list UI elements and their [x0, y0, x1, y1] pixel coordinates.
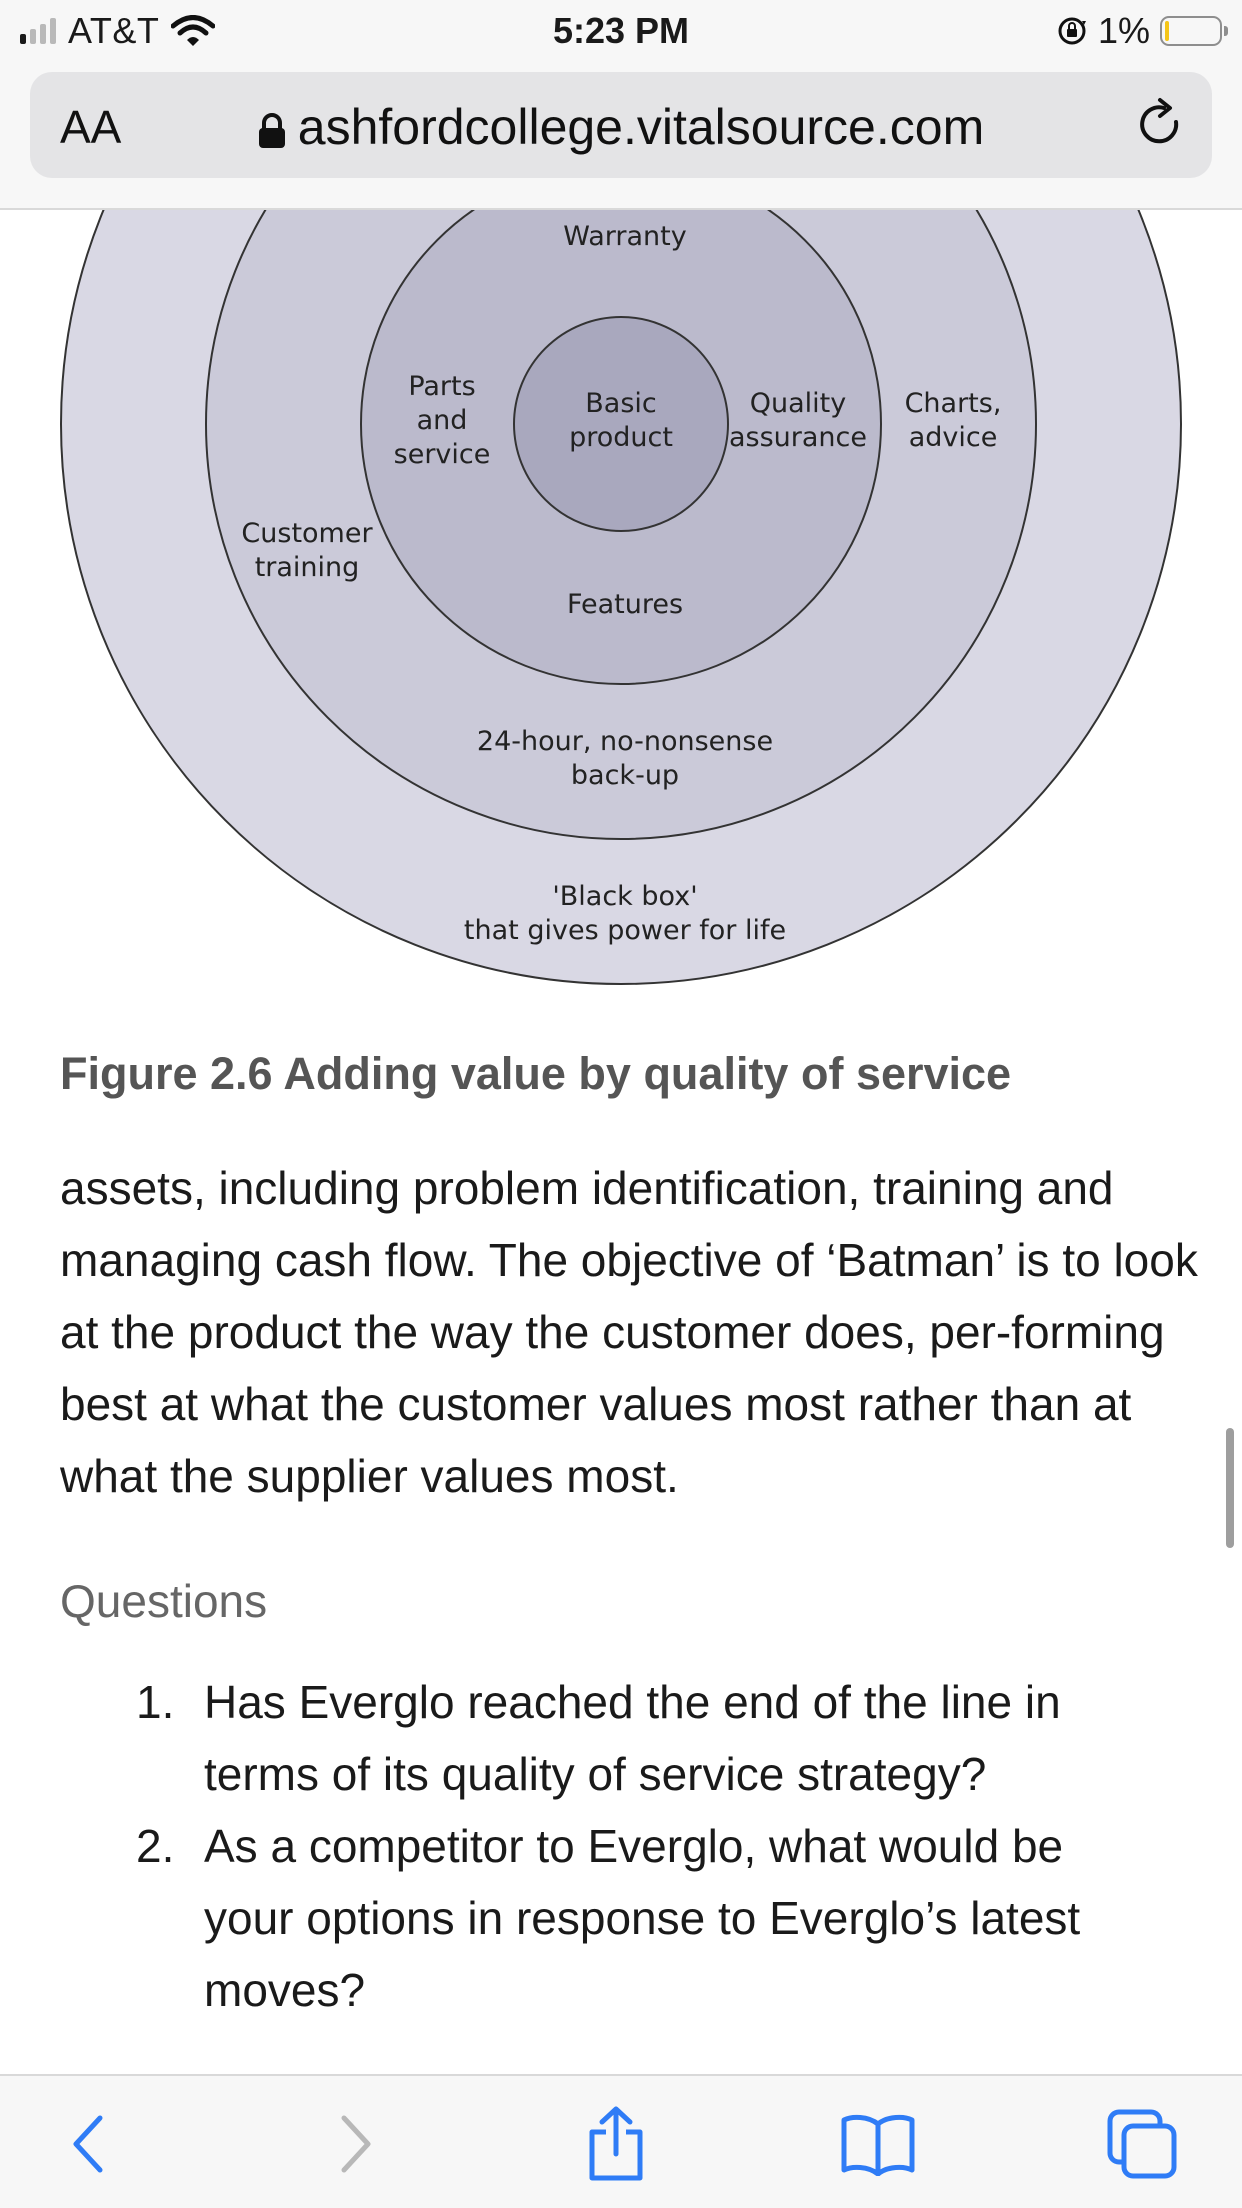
body-paragraph: assets, including problem identification…	[60, 1162, 1198, 1502]
reload-icon[interactable]	[1132, 96, 1188, 152]
clock: 5:23 PM	[552, 10, 690, 51]
status-left: AT&T	[20, 10, 216, 52]
url-text: ashfordcollege.vitalsource.com	[297, 99, 985, 155]
question-text: As a competitor to Everglo, what would b…	[204, 1820, 1081, 2016]
tabs-button[interactable]	[1102, 2104, 1182, 2184]
lock-icon	[258, 112, 285, 148]
text-size-button[interactable]: AA	[60, 100, 121, 154]
question-number: 1.	[136, 1676, 175, 1728]
question-number: 2.	[136, 1820, 175, 1872]
question-item: 2. As a competitor to Everglo, what woul…	[120, 1810, 1160, 2026]
wifi-icon	[171, 15, 216, 46]
bookmarks-icon	[841, 2114, 915, 2176]
forward-icon	[341, 2115, 371, 2173]
label-black-box: 'Black box'that gives power for life	[464, 881, 786, 946]
bookmarks-button[interactable]	[838, 2104, 918, 2184]
carrier-name: AT&T	[68, 10, 160, 51]
back-icon	[73, 2115, 103, 2173]
label-charts-advice: Charts,advice	[905, 388, 1002, 453]
address-bar[interactable]: AA ashfordcollege.vitalsource.com	[30, 72, 1212, 178]
questions-list: 1. Has Everglo reached the end of the li…	[120, 1666, 1160, 2026]
share-button[interactable]	[576, 2104, 656, 2184]
text-size-label: AA	[60, 101, 122, 153]
questions-heading: Questions	[60, 1575, 268, 1627]
figure-caption: Figure 2.6 Adding value by quality of se…	[60, 1048, 1012, 1099]
question-item: 1. Has Everglo reached the end of the li…	[120, 1666, 1160, 1810]
label-warranty: Warranty	[563, 221, 686, 252]
scrollbar[interactable]	[1226, 1428, 1234, 1548]
battery-icon	[1160, 16, 1228, 46]
signal-icon	[20, 18, 56, 44]
tabs-icon	[1107, 2109, 1177, 2179]
forward-button[interactable]	[316, 2104, 396, 2184]
battery-percent: 1%	[1097, 10, 1150, 51]
browser-top-bar: AA ashfordcollege.vitalsource.com	[0, 64, 1242, 210]
status-right: 1%	[1056, 10, 1228, 52]
question-text: Has Everglo reached the end of the line …	[204, 1676, 1061, 1800]
status-bar: AT&T 5:23 PM 1%	[0, 0, 1242, 64]
url-display[interactable]: ashfordcollege.vitalsource.com	[30, 98, 1212, 156]
share-icon	[589, 2106, 643, 2181]
label-features: Features	[567, 589, 683, 620]
core-circle	[513, 316, 729, 532]
back-button[interactable]	[48, 2104, 128, 2184]
browser-toolbar	[0, 2074, 1242, 2208]
orientation-lock-icon	[1058, 17, 1086, 45]
